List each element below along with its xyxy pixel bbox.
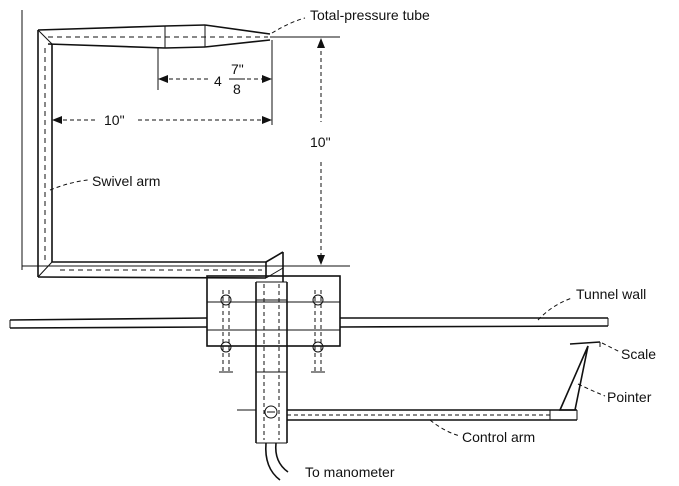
total-pressure-tube-label: Total-pressure tube xyxy=(310,7,430,23)
dimension-tube-numerator: 7" xyxy=(231,61,244,77)
to-manometer-label: To manometer xyxy=(305,464,395,480)
pointer xyxy=(558,345,606,411)
dimension-horizontal-label: 10" xyxy=(104,112,125,128)
total-pressure-tube xyxy=(164,17,340,49)
dimension-tube-length xyxy=(157,40,273,125)
scale xyxy=(569,341,621,353)
dimension-tube-denominator: 8 xyxy=(233,81,241,97)
swivel-arm-leader xyxy=(49,179,89,191)
pointer-label: Pointer xyxy=(607,389,652,405)
dimension-vertical xyxy=(317,38,325,265)
scale-label: Scale xyxy=(621,346,656,362)
tunnel-wall xyxy=(9,297,609,329)
mounting-flange xyxy=(206,275,341,373)
dimension-horizontal xyxy=(52,116,272,124)
control-arm-label: Control arm xyxy=(462,429,535,445)
swivel-arm-label: Swivel arm xyxy=(92,173,160,189)
vertical-shaft xyxy=(255,251,289,481)
tunnel-wall-label: Tunnel wall xyxy=(576,286,646,302)
dimension-tube-whole: 4 xyxy=(214,73,222,89)
swivel-arm xyxy=(21,10,350,279)
control-arm xyxy=(237,409,578,437)
dimension-vertical-label: 10" xyxy=(310,134,331,150)
